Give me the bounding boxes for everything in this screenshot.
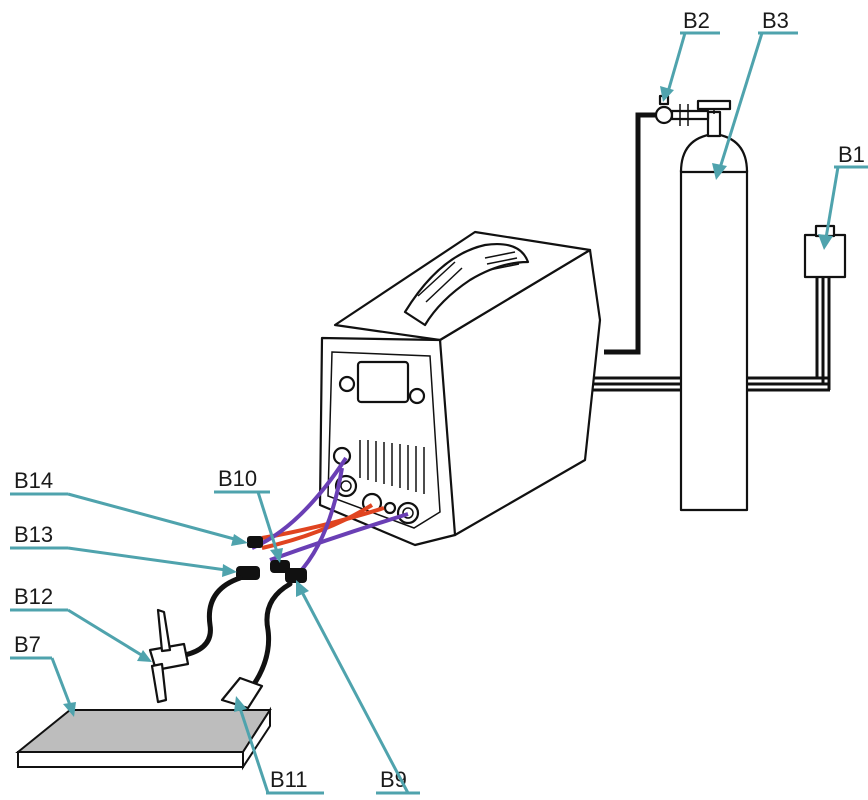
socket-right bbox=[396, 501, 420, 525]
label-b13-group: B13 bbox=[10, 522, 237, 577]
label-b11: B11 bbox=[270, 767, 308, 792]
label-b1: B1 bbox=[838, 142, 865, 167]
label-b12-group: B12 bbox=[10, 584, 152, 662]
label-b12: B12 bbox=[14, 584, 53, 609]
label-b3: B3 bbox=[762, 8, 789, 33]
welding-machine bbox=[318, 230, 602, 547]
label-b11-group: B11 bbox=[234, 696, 324, 795]
label-b9-group: B9 bbox=[296, 580, 420, 795]
socket-gas bbox=[383, 501, 397, 515]
earth-clamp-assembly bbox=[220, 581, 293, 710]
label-b9: B9 bbox=[380, 767, 407, 792]
label-b14-group: B14 bbox=[10, 468, 248, 546]
label-b10: B10 bbox=[218, 466, 257, 491]
label-b7-group: B7 bbox=[10, 632, 76, 717]
label-b2-group: B2 bbox=[660, 8, 720, 102]
label-b10-group: B10 bbox=[214, 466, 283, 563]
label-b2: B2 bbox=[683, 8, 710, 33]
label-b1-group: B1 bbox=[818, 142, 868, 250]
label-b13: B13 bbox=[14, 522, 53, 547]
gas-hose bbox=[604, 112, 662, 355]
front-vents bbox=[359, 440, 425, 494]
cable-connectors bbox=[236, 536, 307, 583]
workpiece bbox=[15, 706, 272, 771]
label-b14: B14 bbox=[14, 468, 53, 493]
remote-box bbox=[803, 224, 847, 279]
connection-cables bbox=[251, 456, 409, 576]
torch-assembly bbox=[148, 575, 243, 704]
gas-cylinder bbox=[679, 99, 749, 512]
label-b7: B7 bbox=[14, 632, 41, 657]
label-b3-group: B3 bbox=[712, 8, 798, 180]
